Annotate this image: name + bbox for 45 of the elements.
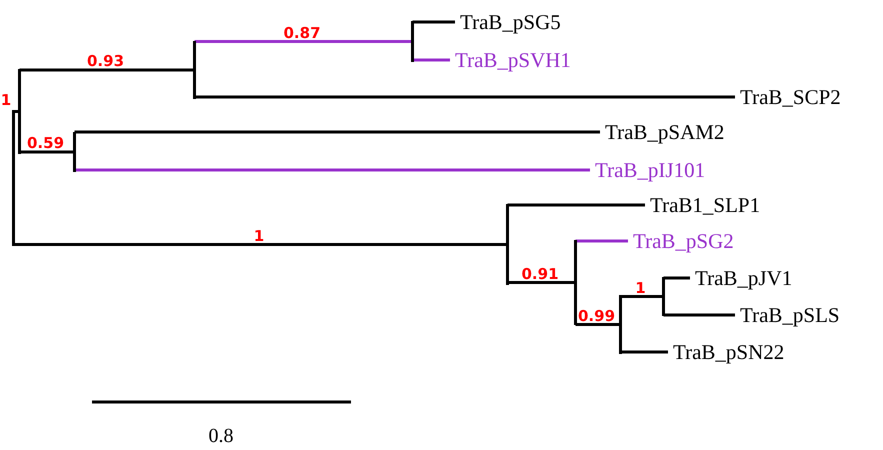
tree-node-bar bbox=[506, 204, 509, 285]
taxon-label: TraB_pIJ101 bbox=[595, 158, 706, 182]
tree-branch bbox=[664, 276, 690, 280]
support-value: 0.87 bbox=[284, 24, 320, 40]
taxon-label: TraB_pSLS bbox=[740, 303, 840, 327]
tree-branch bbox=[20, 150, 74, 154]
tree-branch bbox=[14, 243, 508, 246]
taxon-label: TraB_pSAM2 bbox=[605, 120, 724, 144]
tree-branch bbox=[74, 168, 590, 172]
tree-branch bbox=[620, 350, 668, 354]
support-value: 0.99 bbox=[578, 308, 615, 324]
tree-branch bbox=[576, 240, 628, 242]
taxon-label: TraB_pSG2 bbox=[633, 229, 734, 253]
tree-branch bbox=[508, 204, 645, 206]
tree-branch bbox=[508, 281, 576, 284]
taxon-label: TraB_pJV1 bbox=[695, 266, 792, 290]
tree-branch bbox=[412, 58, 450, 62]
tree-node-bar bbox=[73, 132, 76, 172]
tree-branch bbox=[74, 130, 600, 134]
tree-branch bbox=[412, 20, 455, 24]
support-value: 0.91 bbox=[522, 266, 558, 282]
support-value: 1 bbox=[254, 228, 264, 244]
taxon-label: TraB_pSVH1 bbox=[455, 48, 571, 72]
taxon-label: TraB_pSG5 bbox=[460, 10, 561, 34]
tree-node-bar bbox=[12, 110, 15, 246]
tree-branch bbox=[664, 314, 735, 316]
tree-node-bar bbox=[411, 21, 414, 62]
tree-node-bar bbox=[18, 69, 21, 154]
tree-branch bbox=[194, 40, 412, 43]
taxon-label: TraB_SCP2 bbox=[740, 85, 841, 109]
taxon-label: TraB_pSN22 bbox=[673, 340, 784, 364]
tree-node-bar bbox=[619, 295, 622, 354]
support-value: 0.93 bbox=[87, 53, 124, 69]
support-value: 0.59 bbox=[27, 135, 64, 151]
support-value: 1 bbox=[0, 92, 12, 108]
tree-node-bar bbox=[193, 41, 196, 99]
tree-branch bbox=[576, 323, 620, 326]
tree-branch bbox=[20, 68, 194, 72]
tree-branch bbox=[620, 295, 664, 298]
tree-node-bar bbox=[662, 277, 665, 316]
support-value: 1 bbox=[635, 280, 646, 296]
tree-branch bbox=[194, 96, 735, 98]
tree-node-bar bbox=[574, 240, 577, 325]
taxon-label: TraB1_SLP1 bbox=[650, 193, 760, 217]
scale-label: 0.8 bbox=[208, 425, 234, 447]
